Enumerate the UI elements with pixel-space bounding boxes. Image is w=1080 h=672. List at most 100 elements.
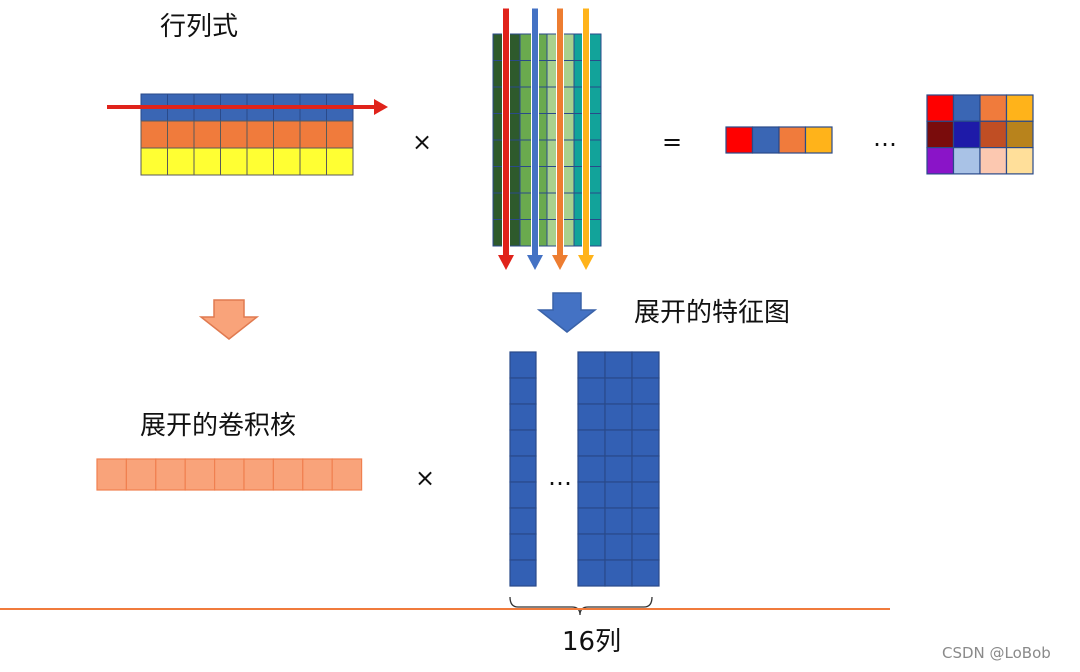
feature-cell (631, 351, 660, 379)
curly-brace-path (509, 596, 653, 616)
matrix-cell (193, 147, 221, 176)
down-arrow-icon (527, 255, 543, 270)
matrix-cell (326, 120, 354, 149)
column-arrow (527, 7, 543, 270)
feature-cell (509, 481, 537, 509)
result-cell (751, 126, 780, 154)
multiply-operator: × (415, 464, 436, 492)
feature-cell (509, 429, 537, 457)
result-cell (979, 94, 1008, 122)
column-arrow-shaft (502, 7, 510, 257)
title-label: 行列式 (160, 12, 239, 42)
result-cell (926, 120, 955, 149)
column-arrow-shaft (531, 7, 539, 257)
matrix-cell (167, 120, 195, 149)
kernel-cell (272, 458, 304, 491)
feature-cell (631, 481, 660, 509)
multiply-operator: × (412, 128, 433, 156)
matrix-cell (273, 120, 301, 149)
feature-cell (509, 559, 537, 587)
down-arrow-icon (498, 255, 514, 270)
result-cell (1005, 147, 1034, 175)
result-grid (926, 94, 1034, 175)
feature-cell (604, 351, 633, 379)
unfolded-kernel (96, 458, 363, 491)
column-arrows (498, 7, 594, 270)
feature-cell (577, 351, 606, 379)
feature-cell (577, 559, 606, 587)
block-down-arrow-icon (536, 292, 598, 333)
feature-cell (631, 429, 660, 457)
kernel-cell (125, 458, 157, 491)
feature-cell (509, 351, 537, 379)
ellipsis: … (873, 124, 897, 152)
kernel-cell (184, 458, 216, 491)
block-down-arrow-icon (198, 299, 260, 340)
right-arrow-icon (374, 99, 388, 115)
feature-cell (631, 455, 660, 483)
matrix-cell (140, 120, 168, 149)
result-row (725, 126, 833, 154)
matrix-cell (220, 120, 248, 149)
feature-cell (631, 559, 660, 587)
feature-cell (604, 481, 633, 509)
feature-cell (604, 559, 633, 587)
feature-cell (509, 533, 537, 561)
column-arrow-shaft (556, 7, 564, 257)
row-arrow (107, 99, 388, 115)
feature-cell (577, 429, 606, 457)
column-arrow (498, 7, 514, 270)
feature-cell (577, 377, 606, 405)
feature-cell (509, 377, 537, 405)
feature-cell (604, 455, 633, 483)
kernel-cell (96, 458, 127, 491)
matrix-cell (193, 120, 221, 149)
result-cell (952, 120, 981, 149)
kernel-cell (243, 458, 274, 491)
feature-cell (604, 507, 633, 535)
kernel-cell (302, 458, 333, 491)
result-cell (926, 147, 955, 175)
feature-map-label: 展开的特征图 (634, 298, 791, 328)
down-arrow-icon (552, 255, 568, 270)
columns-label: 16列 (562, 627, 622, 657)
feature-cell (509, 455, 537, 483)
kernel-cell (155, 458, 186, 491)
matrix-cell (246, 147, 274, 176)
matrix-cell (299, 147, 327, 176)
curly-brace-icon (509, 596, 653, 616)
down-arrow-icon (578, 255, 594, 270)
ellipsis: … (548, 463, 572, 491)
result-cell (725, 126, 754, 154)
equals-operator: = (662, 128, 683, 156)
kernel-label: 展开的卷积核 (140, 411, 297, 441)
matrix-cell (167, 147, 195, 176)
feature-cell (577, 455, 606, 483)
matrix-cell (299, 120, 327, 149)
result-cell (979, 120, 1008, 149)
feature-cell (631, 533, 660, 561)
watermark-credit: CSDN @LoBob (942, 644, 1051, 662)
feature-cell (577, 507, 606, 535)
feature-cell (509, 507, 537, 535)
result-cell (952, 94, 981, 122)
result-cell (1005, 94, 1034, 122)
result-cell (952, 147, 981, 175)
feature-cell (631, 507, 660, 535)
feature-cell (577, 533, 606, 561)
result-cell (1005, 120, 1034, 149)
matrix-cell (326, 147, 354, 176)
kernel-cell (331, 458, 363, 491)
kernel-cell (214, 458, 245, 491)
feature-cell (631, 377, 660, 405)
result-cell (778, 126, 807, 154)
matrix-cell (220, 147, 248, 176)
feature-cell (604, 429, 633, 457)
feature-cell (604, 377, 633, 405)
column-arrow (552, 7, 568, 270)
matrix-cell (140, 147, 168, 176)
feature-cell (577, 403, 606, 431)
unfolded-feature-map (509, 351, 660, 587)
matrix-cell (273, 147, 301, 176)
